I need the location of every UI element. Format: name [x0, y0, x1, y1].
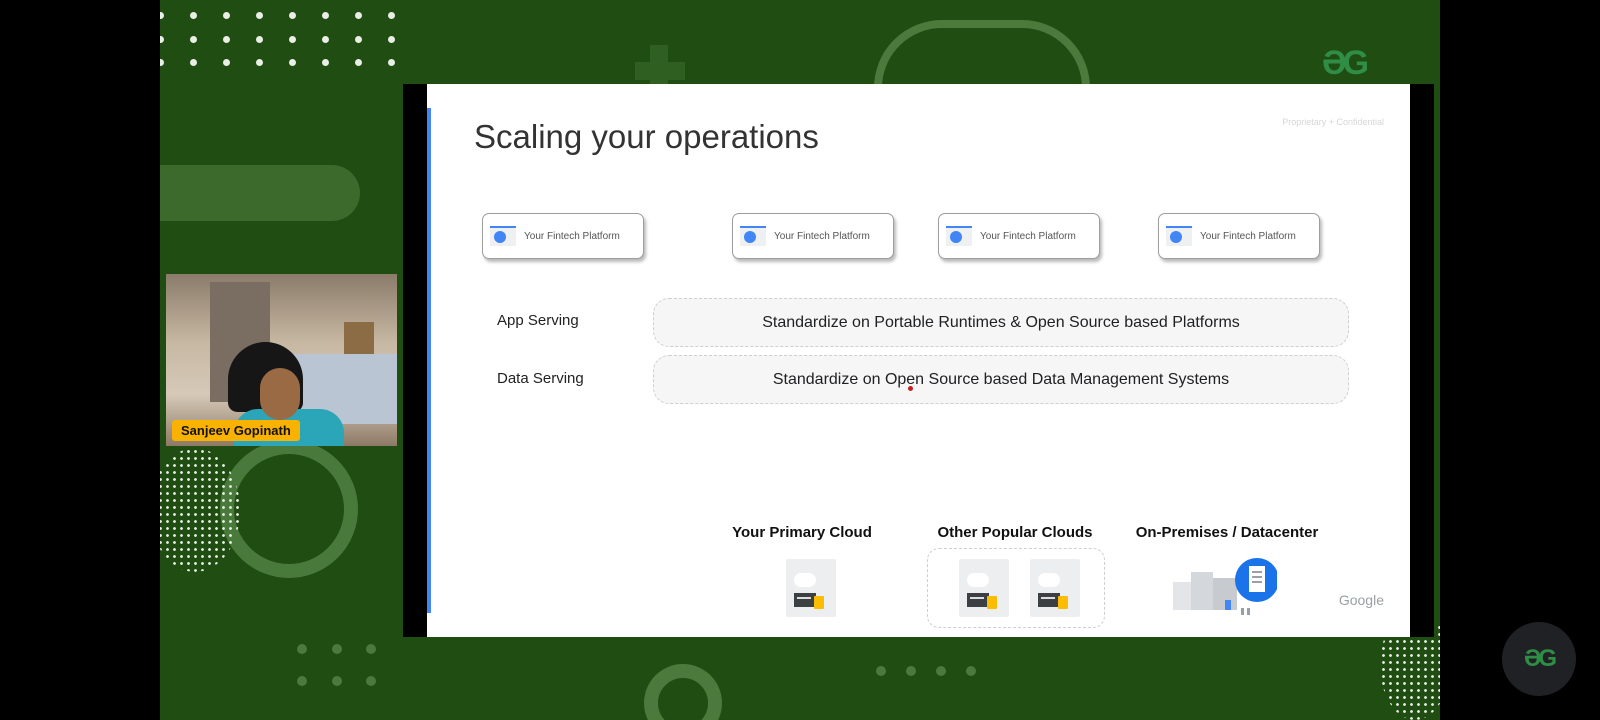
google-logo: Google — [1338, 592, 1384, 608]
decor-ring — [220, 440, 358, 578]
primary-cloud-title: Your Primary Cloud — [732, 524, 872, 541]
presentation-slide: Scaling your operations Proprietary + Co… — [427, 84, 1410, 637]
onprem-title: On-Premises / Datacenter — [1135, 524, 1319, 541]
slide-accent-bar — [427, 108, 431, 613]
data-serving-label: Data Serving — [497, 370, 584, 387]
gfg-logo-icon: ƏG — [1322, 44, 1369, 82]
browser-window-icon — [490, 226, 516, 246]
cloud-server-icon — [959, 559, 1009, 617]
decor-stipple — [160, 448, 240, 572]
decor-pill — [160, 165, 360, 221]
cloud-server-icon — [1030, 559, 1080, 617]
browser-window-icon — [946, 226, 972, 246]
presenter-name-tag: Sanjeev Gopinath — [172, 420, 300, 441]
presenter-webcam — [166, 274, 397, 446]
platform-label: Your Fintech Platform — [774, 230, 870, 242]
platform-card: Your Fintech Platform — [732, 213, 894, 259]
app-serving-label: App Serving — [497, 312, 579, 329]
confidential-label: Proprietary + Confidential — [1282, 117, 1384, 127]
app-serving-box: Standardize on Portable Runtimes & Open … — [653, 298, 1349, 347]
platform-card: Your Fintech Platform — [482, 213, 644, 259]
slide-title: Scaling your operations — [474, 118, 819, 155]
platform-card: Your Fintech Platform — [938, 213, 1100, 259]
datacenter-icon — [1173, 558, 1277, 615]
data-serving-box: Standardize on Open Source based Data Ma… — [653, 355, 1349, 404]
platform-card: Your Fintech Platform — [1158, 213, 1320, 259]
platform-label: Your Fintech Platform — [980, 230, 1076, 242]
gfg-button-icon[interactable]: ƏG — [1502, 622, 1576, 696]
browser-window-icon — [1166, 226, 1192, 246]
platform-label: Your Fintech Platform — [1200, 230, 1296, 242]
browser-window-icon — [740, 226, 766, 246]
other-clouds-title: Other Popular Clouds — [937, 524, 1093, 541]
other-clouds-group — [927, 548, 1105, 628]
platform-label: Your Fintech Platform — [524, 230, 620, 242]
cloud-server-icon — [786, 559, 836, 617]
laser-pointer — [908, 386, 913, 391]
